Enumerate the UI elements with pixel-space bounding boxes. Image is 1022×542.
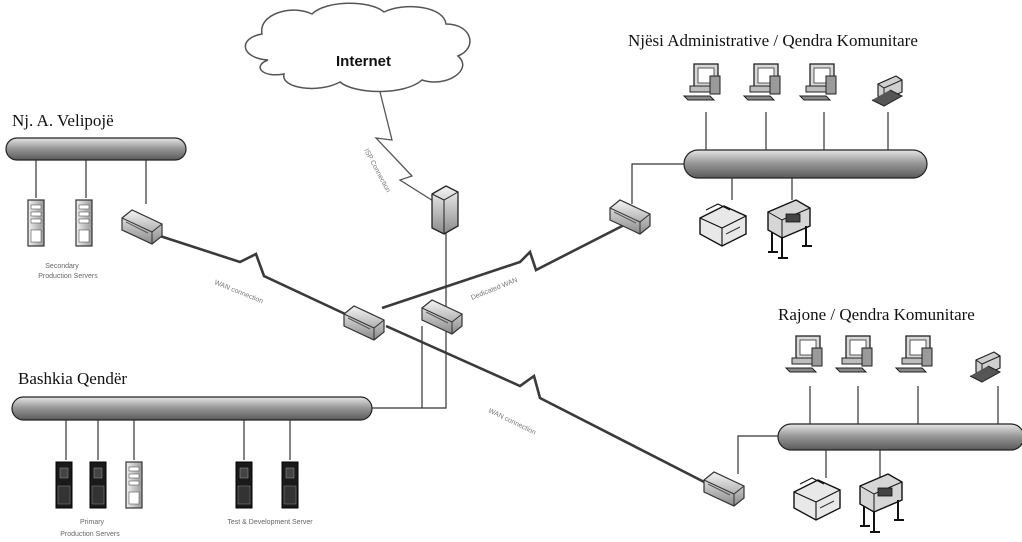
administrative-printer-small-icon bbox=[871, 75, 903, 107]
administrative-plotter-icon bbox=[767, 199, 813, 259]
administrative-link-label: Dedicated WAN bbox=[470, 277, 519, 302]
administrative-laser-printer-icon bbox=[699, 203, 747, 247]
administrative-title: Njësi Administrative / Qendra Komunitare bbox=[628, 31, 918, 50]
drop-lines bbox=[35, 112, 999, 478]
qender-test-server-1-icon bbox=[235, 461, 253, 509]
rajone-workstation-2-icon bbox=[835, 335, 873, 373]
qender-title: Bashkia Qendër bbox=[18, 369, 127, 388]
firewall-icon bbox=[431, 185, 459, 235]
velipoje-server-1-icon bbox=[27, 199, 45, 247]
velipoje-link-label: WAN connection bbox=[213, 279, 264, 305]
qender-production-server-3-icon bbox=[125, 461, 143, 509]
vpn-router-icon bbox=[421, 299, 463, 335]
rajone-plotter-icon bbox=[859, 473, 905, 533]
velipoje-server-label-2: Production Servers bbox=[38, 273, 98, 280]
rajone-laser-printer-icon bbox=[793, 477, 841, 521]
velipoje-title: Nj. A. Velipojë bbox=[12, 111, 114, 130]
internet-label: Internet bbox=[336, 53, 391, 70]
administrative-workstation-3-icon bbox=[799, 63, 837, 101]
velipoje-router-icon bbox=[121, 209, 163, 245]
administrative-workstation-2-icon bbox=[743, 63, 781, 101]
isp-link-label: ISP Connection bbox=[362, 148, 391, 194]
rajone-workstation-1-icon bbox=[785, 335, 823, 373]
rajone-title: Rajone / Qendra Komunitare bbox=[778, 305, 975, 324]
isp-link bbox=[374, 91, 439, 205]
backbone-velipoje bbox=[5, 137, 187, 161]
qender-production-label-1: Primary bbox=[80, 519, 105, 526]
velipoje-server-label-1: Secondary bbox=[45, 263, 79, 270]
rajone-link-label: WAN connection bbox=[487, 408, 537, 437]
administrative-workstation-1-icon bbox=[683, 63, 721, 101]
qender-test-server-2-icon bbox=[281, 461, 299, 509]
qender-production-server-2-icon bbox=[89, 461, 107, 509]
qender-production-server-1-icon bbox=[55, 461, 73, 509]
qender-production-label-2: Production Servers bbox=[60, 531, 120, 538]
wan-links bbox=[159, 220, 713, 488]
qender-test-label: Test & Development Server bbox=[227, 519, 313, 526]
core-router-icon bbox=[343, 305, 385, 341]
backbone-administrative bbox=[683, 149, 928, 179]
rajone-router-icon bbox=[703, 471, 745, 507]
rajone-workstation-3-icon bbox=[895, 335, 933, 373]
backbone-rajone bbox=[777, 423, 1022, 451]
rajone-printer-small-icon bbox=[969, 351, 1001, 383]
velipoje-server-2-icon bbox=[75, 199, 93, 247]
backbone-qender bbox=[11, 396, 373, 421]
internet-cloud bbox=[244, 2, 471, 93]
